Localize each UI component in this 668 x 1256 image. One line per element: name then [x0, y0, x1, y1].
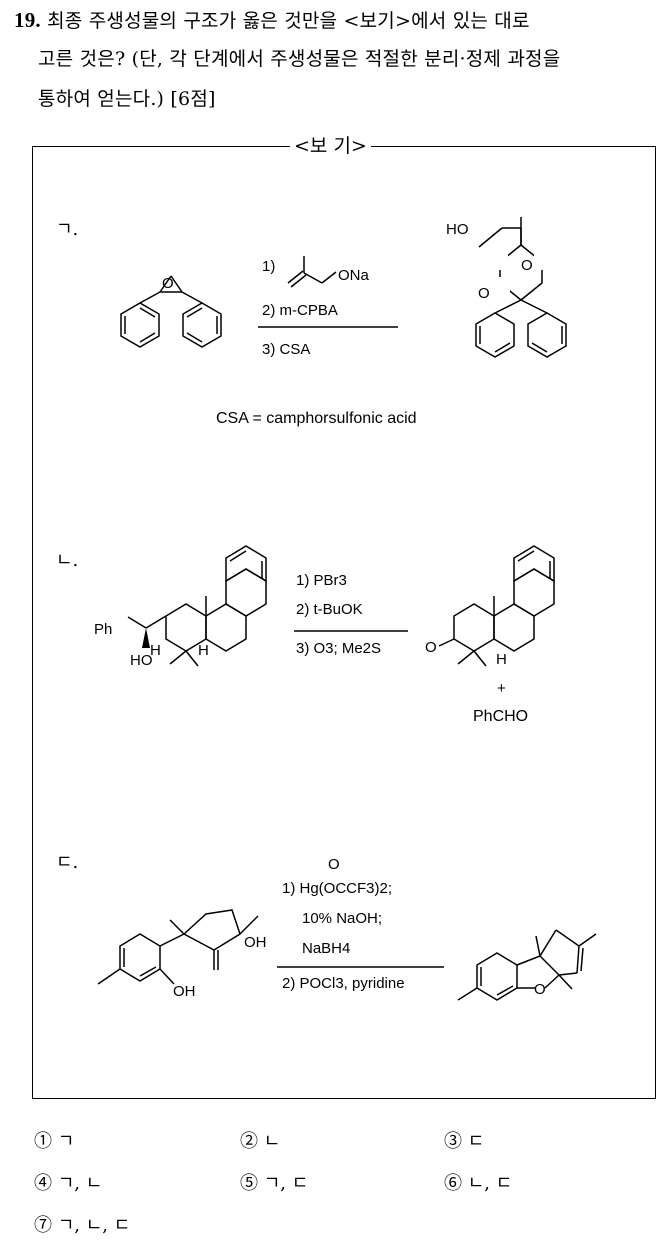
atom-o-carbonyl: O — [328, 856, 340, 873]
byproduct-phcho: PhCHO — [473, 708, 529, 725]
csa-note: CSA = camphorsulfonic acid — [216, 410, 417, 427]
reagent-c-1: 1) Hg(OCCF3)2; — [282, 880, 393, 897]
item-label-a: ㄱ. — [56, 219, 79, 240]
question-line-1: 19. 최종 주생성물의 구조가 옳은 것만을 <보기>에서 있는 대로 — [14, 6, 530, 33]
atom-oh-1: OH — [244, 934, 267, 951]
question-number: 19. — [14, 8, 41, 32]
reagent-b-3: 3) O3; Me2S — [296, 640, 382, 657]
atom-ho: HO — [446, 221, 469, 238]
question-text-1: 최종 주생성물의 구조가 옳은 것만을 <보기>에서 있는 대로 — [47, 10, 530, 32]
atom-oh-2: OH — [173, 983, 196, 1000]
reagent-a-1: 1) — [262, 258, 276, 275]
atom-ring-o: O — [534, 981, 546, 998]
reagent-a-ona: ONa — [338, 267, 369, 284]
choice-6[interactable]: ⑥ ㄴ, ㄷ — [444, 1173, 513, 1194]
atom-h-3: H — [496, 651, 507, 668]
question-text-3: 통하여 얻는다.) [6점] — [38, 88, 216, 110]
choice-3[interactable]: ③ ㄷ — [444, 1131, 485, 1152]
choice-7[interactable]: ⑦ ㄱ, ㄴ, ㄷ — [34, 1215, 131, 1236]
atom-ketone-o: O — [425, 639, 437, 656]
atom-h-2: H — [198, 642, 209, 659]
reagent-c-3: NaBH4 — [302, 940, 351, 957]
bogi-box-label: <보 기> — [290, 131, 371, 158]
reagent-b-2: 2) t-BuOK — [296, 601, 363, 618]
choice-2[interactable]: ② ㄴ — [240, 1131, 281, 1152]
choice-1[interactable]: ① ㄱ — [34, 1131, 75, 1152]
reagent-a-3: 3) CSA — [262, 341, 311, 358]
atom-ph: Ph — [94, 621, 112, 638]
reagent-a-2: 2) m-CPBA — [262, 302, 338, 319]
question-text-2: 고른 것은? (단, 각 단계에서 주생성물은 적절한 분리·정제 과정을 — [38, 48, 561, 70]
plus-sign: + — [497, 680, 506, 697]
atom-epoxide-o: O — [162, 275, 174, 292]
reagent-c-4: 2) POCl3, pyridine — [282, 975, 405, 992]
atom-ring-o-1: O — [521, 257, 533, 274]
atom-h-1: H — [150, 642, 161, 659]
reagent-c-2: 10% NaOH; — [302, 910, 383, 927]
choice-4[interactable]: ④ ㄱ, ㄴ — [34, 1173, 103, 1194]
item-label-b: ㄴ. — [56, 550, 79, 571]
atom-ring-o-2: O — [478, 285, 490, 302]
reagent-b-1: 1) PBr3 — [296, 572, 347, 589]
atom-ho-b: HO — [130, 652, 153, 669]
item-label-c: ㄷ. — [56, 852, 79, 873]
choice-5[interactable]: ⑤ ㄱ, ㄷ — [240, 1173, 309, 1194]
